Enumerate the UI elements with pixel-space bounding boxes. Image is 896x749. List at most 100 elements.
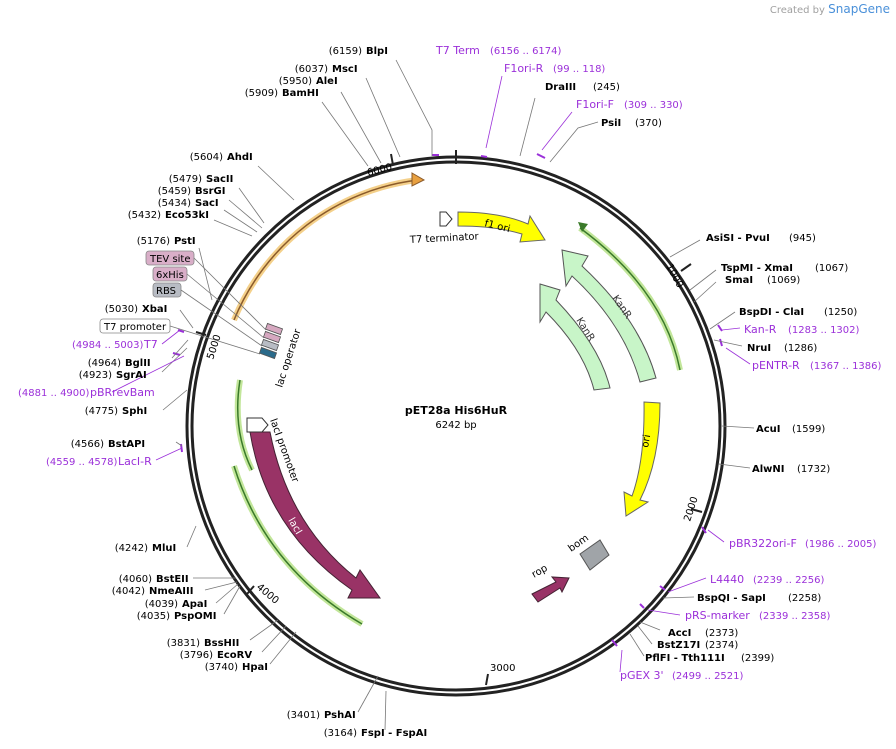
t7-terminator-label: T7 terminator	[409, 231, 480, 246]
enzyme-name-sacii: SacII	[206, 174, 233, 185]
enzyme-pos-apai: (4039)	[145, 599, 178, 610]
enzyme-name-mlui: MluI	[152, 543, 176, 554]
tick-2000: 2000	[682, 495, 703, 523]
primer-marker-prs	[639, 603, 645, 609]
primer-marker-pbrrev	[172, 352, 181, 356]
enzyme-name-asisi: AsiSI - PvuI	[706, 233, 770, 244]
primer-range-laci-r: (4559 .. 4578)	[46, 457, 118, 468]
primer-name-pentr: pENTR-R	[752, 359, 800, 372]
enzyme-name-nrui: NruI	[747, 343, 771, 354]
enzyme-pos-pspomi: (4035)	[137, 611, 170, 622]
primer-marker-f1ori-f	[536, 153, 546, 159]
orange-track-line	[233, 179, 419, 321]
primer-name-laci-r: LacI-R	[118, 455, 152, 468]
primer-name-t7term: T7 Term	[435, 44, 480, 57]
enzyme-pos-bstapi: (4566)	[71, 439, 104, 450]
boxed-label-leaders	[169, 257, 267, 355]
tick-3000: 3000	[485, 663, 515, 686]
rop-arrow	[531, 576, 570, 603]
enzyme-name-sgrai: SgrAI	[116, 370, 147, 381]
primer-name-pgex: pGEX 3'	[620, 669, 664, 682]
enzyme-name-bamhi: BamHI	[282, 88, 319, 99]
enzyme-pos-fspi: (3164)	[324, 728, 357, 739]
enzyme-name-bstz17i: BstZ17I	[657, 640, 700, 651]
enzyme-name-hpai: HpaI	[242, 662, 268, 673]
primer-range-prs: (2339 .. 2358)	[759, 611, 831, 622]
enzyme-name-bstapi: BstAPI	[108, 439, 145, 450]
primer-marker-l4440	[659, 585, 666, 591]
primer-name-pbrrev: pBRrevBam	[90, 386, 155, 399]
enzyme-pos-msci: (6037)	[295, 64, 328, 75]
primer-range-f1ori-r: (99 .. 118)	[553, 64, 605, 75]
primer-range-f1ori-f: (309 .. 330)	[624, 100, 683, 111]
enzyme-pos-nmeaiii: (4042)	[112, 586, 145, 597]
tev-site-label: TEV site	[149, 254, 191, 265]
primer-range-pentr: (1367 .. 1386)	[810, 361, 882, 372]
laci-arrow	[249, 431, 381, 599]
laci-promoter-shape	[246, 417, 269, 433]
branding-prefix: Created by	[769, 5, 825, 16]
t7-promoter-label: T7 promoter	[103, 322, 167, 333]
kanr-promoter-head	[578, 222, 588, 232]
enzyme-pos-ecorv: (3796)	[180, 650, 213, 661]
primer-range-pbr322: (1986 .. 2005)	[805, 539, 877, 550]
primer-name-l4440: L4440	[710, 573, 744, 586]
leader-lines	[161, 59, 755, 731]
enzyme-pos-acci: (2373)	[705, 628, 738, 639]
primer-range-l4440: (2239 .. 2256)	[753, 575, 825, 586]
enzyme-labels-left: (6159) BlpI (6037) MscI (5950) AleI (590…	[71, 46, 427, 739]
enzyme-name-sphi: SphI	[122, 406, 147, 417]
boxed-feature-labels: TEV site 6xHis RBS T7 promoter	[99, 250, 195, 334]
enzyme-name-saci: SacI	[195, 198, 219, 209]
primer-name-prs: pRS-marker	[685, 609, 750, 622]
plasmid-size: 6242 bp	[435, 420, 476, 431]
enzyme-pos-asisi: (945)	[789, 233, 816, 244]
enzyme-pos-blpi: (6159)	[329, 46, 362, 57]
kanr-arrow-outer	[561, 249, 657, 383]
enzyme-pos-bsshii: (3831)	[167, 638, 200, 649]
enzyme-pos-bamhi: (5909)	[245, 88, 278, 99]
tick-1000-label: 1000	[663, 262, 685, 290]
enzyme-name-bspdi: BspDI - ClaI	[739, 307, 804, 318]
enzyme-name-draiii: DraIII	[545, 82, 576, 93]
enzyme-pos-nrui: (1286)	[784, 343, 817, 354]
enzyme-pos-xbai: (5030)	[105, 304, 138, 315]
enzyme-pos-sphi: (4775)	[85, 406, 118, 417]
enzyme-name-eco53ki: Eco53kI	[165, 210, 209, 221]
enzyme-pos-pflfi: (2399)	[741, 653, 774, 664]
enzyme-name-blpi: BlpI	[366, 46, 388, 57]
enzyme-pos-sgrai: (4923)	[79, 370, 112, 381]
enzyme-name-nmeaiii: NmeAIII	[149, 586, 193, 597]
enzyme-pos-alwni: (1732)	[797, 464, 830, 475]
primer-name-t7: T7	[143, 338, 158, 351]
tick-3000-label: 3000	[490, 663, 515, 674]
enzyme-pos-acui: (1599)	[792, 424, 825, 435]
enzyme-name-tspmi: TspMI - XmaI	[721, 263, 793, 274]
enzyme-name-bglii: BglII	[125, 358, 151, 369]
primer-marker-pentr	[719, 338, 723, 347]
primer-range-pbrrev: (4881 .. 4900)	[18, 388, 90, 399]
ori-label: ori	[640, 434, 653, 449]
rop-label: rop	[530, 563, 550, 581]
tick-2000-label: 2000	[682, 495, 700, 523]
snapgene-logo: SnapGene	[828, 2, 890, 16]
enzyme-pos-mlui: (4242)	[115, 543, 148, 554]
enzyme-pos-bsteii: (4060)	[119, 574, 152, 585]
ori-arrow	[623, 401, 661, 517]
tick-6000: 6000	[366, 153, 394, 179]
enzyme-pos-saci: (5434)	[158, 198, 191, 209]
laci-outline-left-line	[236, 379, 253, 471]
primer-leaders	[111, 75, 751, 673]
enzyme-labels-right: DraIII (245) PsiI (370) AsiSI - PvuI (94…	[545, 82, 857, 664]
primer-name-pbr322: pBR322ori-F	[729, 537, 797, 550]
enzyme-pos-bsrgi: (5459)	[158, 186, 191, 197]
bom-box	[579, 539, 610, 571]
enzyme-name-pspomi: PspOMI	[174, 611, 216, 622]
primer-marker-pgex	[611, 639, 618, 647]
primer-range-pgex: (2499 .. 2521)	[672, 671, 744, 682]
kanr-promoter-line	[579, 227, 681, 371]
enzyme-pos-tspmi: (1067)	[815, 263, 848, 274]
enzyme-pos-bspqi: (2258)	[788, 593, 821, 604]
enzyme-pos-psii: (370)	[635, 118, 662, 129]
